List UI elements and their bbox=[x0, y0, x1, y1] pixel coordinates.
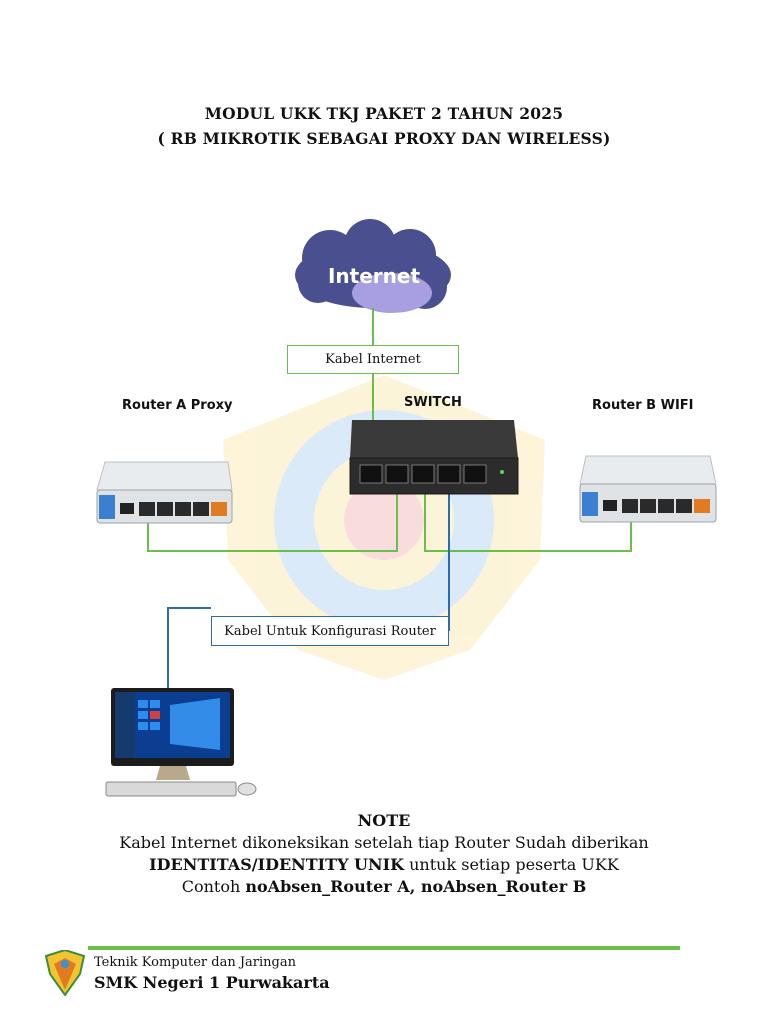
note-line-3-prefix: Contoh bbox=[181, 877, 246, 896]
note-line-3: Contoh noAbsen_Router A, noAbsen_Router … bbox=[0, 877, 768, 896]
title-line-2: ( RB MIKROTIK SEBAGAI PROXY DAN WIRELESS… bbox=[157, 129, 611, 148]
router-b-label: Router B WIFI bbox=[592, 398, 694, 413]
switch-device bbox=[349, 420, 519, 495]
kabel-konfigurasi-label: Kabel Untuk Konfigurasi Router bbox=[211, 616, 449, 646]
footer-department: Teknik Komputer dan Jaringan bbox=[94, 955, 296, 970]
router-a-device bbox=[96, 461, 233, 524]
kabel-internet-label: Kabel Internet bbox=[287, 345, 459, 374]
config-cables bbox=[167, 482, 450, 690]
note-line-2: IDENTITAS/IDENTITY UNIK untuk setiap pes… bbox=[0, 855, 768, 874]
note-line-2-rest: untuk setiap peserta UKK bbox=[404, 855, 619, 874]
note-title: NOTE bbox=[357, 811, 411, 830]
footer-school-name: SMK Negeri 1 Purwakarta bbox=[94, 973, 330, 992]
internet-cloud-icon: Internet bbox=[295, 219, 451, 313]
computer-icon bbox=[105, 688, 257, 797]
school-logo-icon bbox=[44, 950, 86, 996]
router-a-label: Router A Proxy bbox=[122, 398, 233, 413]
note-example-bold: noAbsen_Router A, noAbsen_Router B bbox=[245, 877, 587, 896]
note-line-1: Kabel Internet dikoneksikan setelah tiap… bbox=[119, 833, 649, 852]
router-b-device bbox=[579, 455, 717, 523]
footer-divider bbox=[88, 946, 680, 950]
switch-label: SWITCH bbox=[404, 395, 462, 410]
title-line-1: MODUL UKK TKJ PAKET 2 TAHUN 2025 bbox=[204, 104, 564, 123]
internet-cloud-label: Internet bbox=[328, 264, 420, 288]
note-identity-bold: IDENTITAS/IDENTITY UNIK bbox=[149, 855, 405, 874]
